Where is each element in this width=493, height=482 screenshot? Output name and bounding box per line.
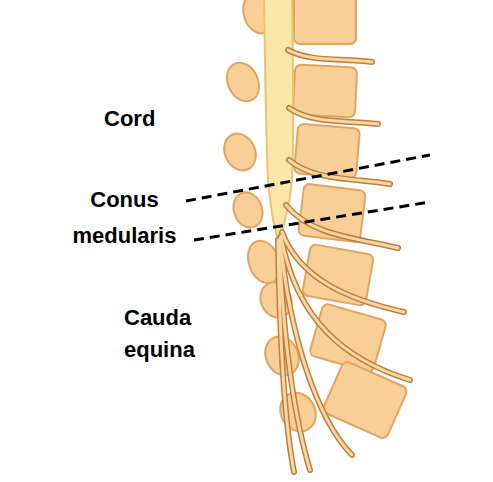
level-lines: [186, 155, 430, 240]
spinous-process: [221, 58, 265, 107]
vertebral-body: [294, 0, 356, 44]
spinous-process: [229, 188, 268, 231]
dashed-line: [186, 155, 430, 201]
cauda-label: Cauda equina: [124, 302, 224, 366]
spinous-process: [218, 128, 261, 175]
conus-label: Conus medularis: [62, 182, 187, 254]
cord-label: Cord: [104, 106, 184, 132]
dashed-line: [194, 202, 430, 240]
nerve-roots: [278, 50, 410, 472]
vertebral-body: [293, 64, 358, 117]
